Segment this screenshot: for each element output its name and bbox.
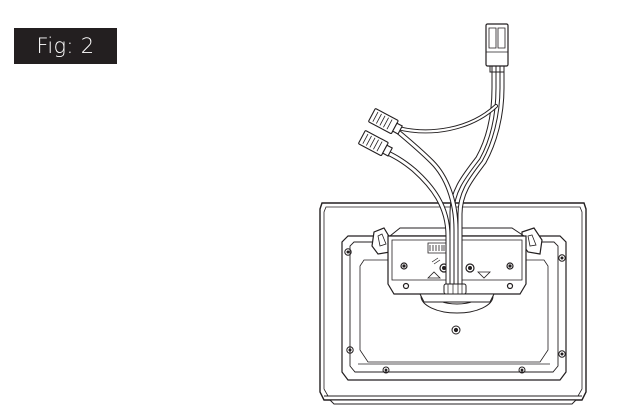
connector-a	[368, 108, 403, 136]
plate-screws	[345, 249, 565, 373]
figure-label: Fig: 2	[14, 28, 117, 64]
wire-grommet	[444, 284, 466, 294]
wire-harness	[386, 66, 502, 290]
connector-b	[358, 130, 393, 158]
top-connector	[486, 24, 508, 72]
